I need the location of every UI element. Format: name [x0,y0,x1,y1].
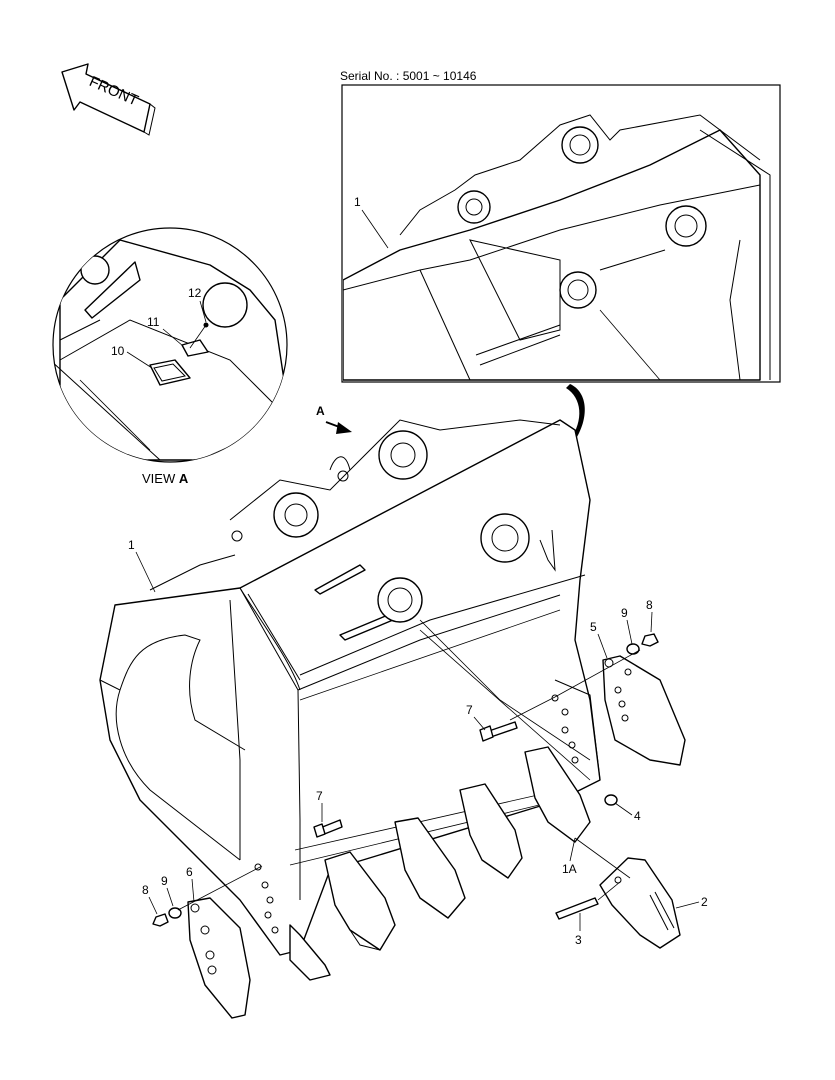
tooth-pin [555,897,599,920]
nut-washer-left [152,907,182,927]
callout-5: 5 [590,620,597,634]
callout-1A: 1A [562,862,577,876]
callout-6: 6 [186,865,193,879]
callout-9-right: 9 [621,606,628,620]
callout-8-left: 8 [142,883,149,897]
callout-3: 3 [575,933,582,947]
callout-7-upper: 7 [466,703,473,717]
callout-8-right: 8 [646,598,653,612]
view-arrow-label: A [316,404,325,418]
tooth-detail [599,857,681,949]
callout-7-lower: 7 [316,789,323,803]
bolt-lower [313,819,343,838]
view-a-detail: 10 11 12 VIEW A [52,227,288,486]
serial-number-label: Serial No. : 5001 ~ 10146 [340,69,477,83]
callout-2: 2 [701,895,708,909]
side-cutter-right [602,655,686,766]
callout-12: 12 [188,286,202,300]
view-a-arrow-icon: A [316,404,352,434]
callout-4: 4 [634,809,641,823]
front-arrow-icon: FRONT [61,63,156,136]
callout-11: 11 [147,315,160,329]
bucket-teeth [289,746,591,981]
callout-inset-1: 1 [354,195,361,209]
connector-arrow-icon [566,384,585,442]
lock-washer [604,794,618,806]
callout-10: 10 [111,344,125,358]
view-a-label: VIEW A [142,471,189,486]
bolt-upper [479,721,518,742]
callout-9-left: 9 [161,874,168,888]
callout-main-1: 1 [128,538,135,552]
nut-washer-right [626,633,659,655]
side-cutter-left [187,897,251,1019]
serial-variant-inset: 1 [341,84,781,383]
